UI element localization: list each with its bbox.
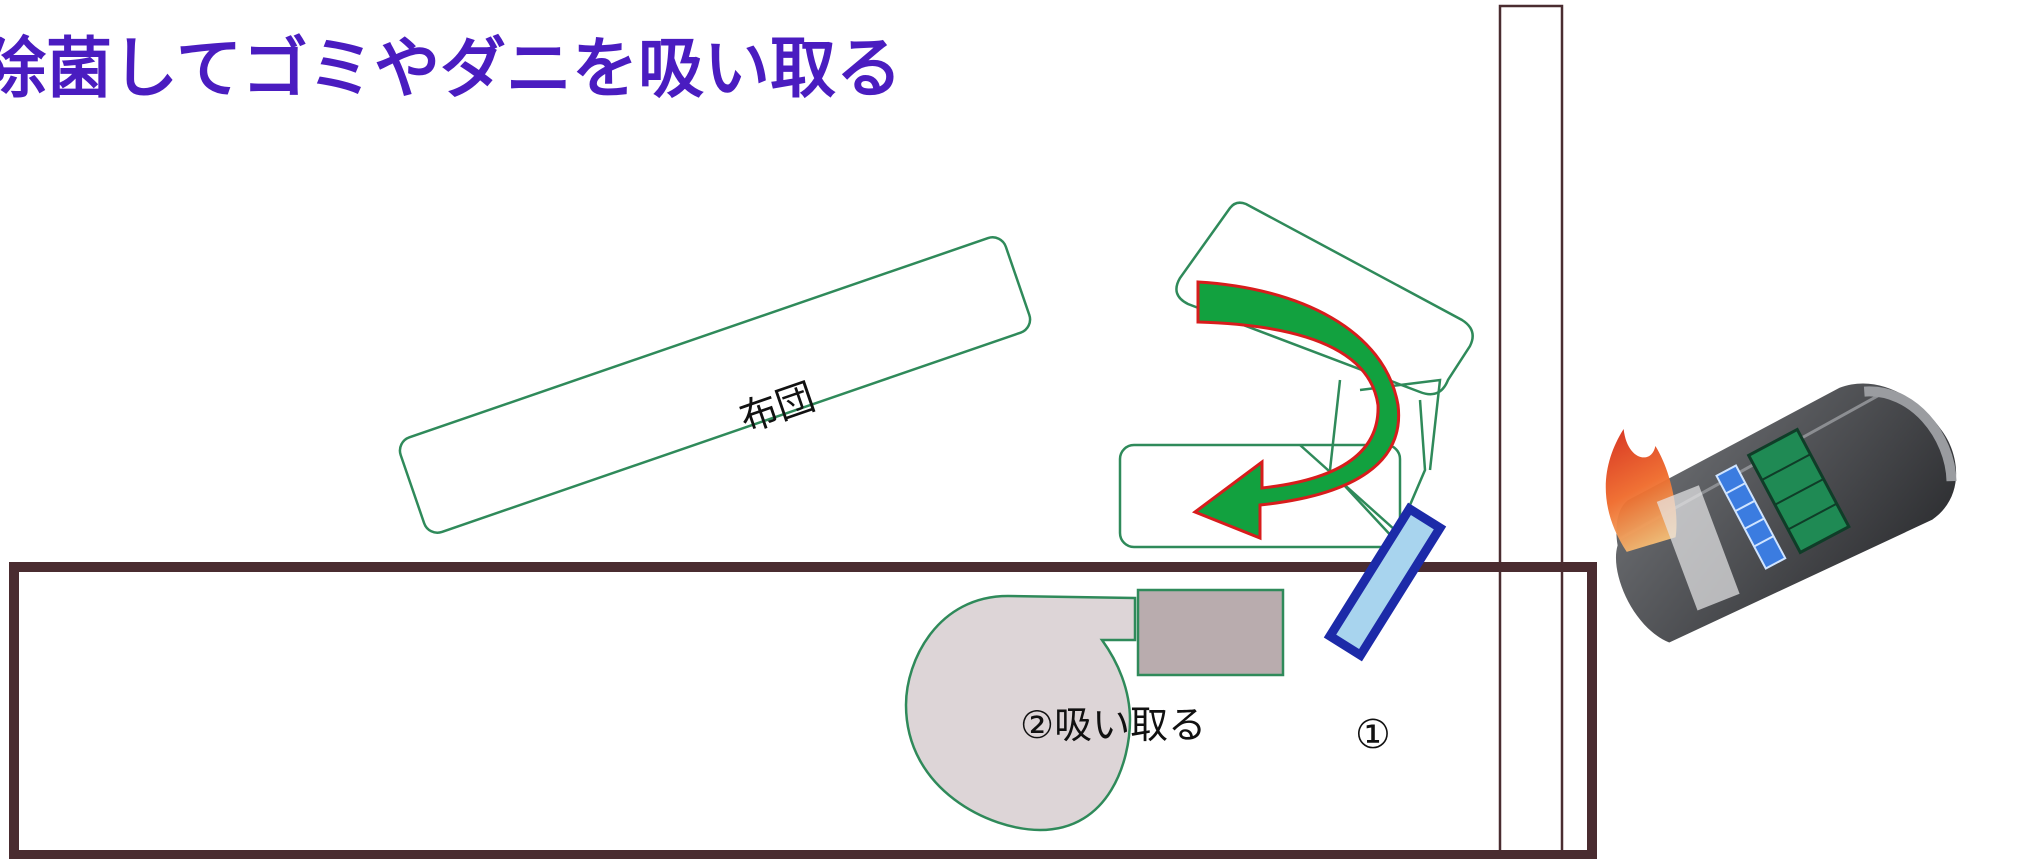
suction-label: ②吸い取る	[1020, 703, 1206, 747]
fan-duct	[1136, 588, 1285, 677]
product-image	[1605, 383, 1957, 643]
flip-arrow-icon	[1191, 280, 1401, 541]
wall	[1498, 4, 1564, 857]
futon-label: 布団	[734, 374, 820, 440]
base-box	[9, 562, 1597, 859]
fan-housing	[904, 594, 1137, 832]
page-title: 除菌してゴミやダニを吸い取る	[0, 30, 903, 107]
futon-raised: 布団	[398, 236, 1032, 534]
uv-lamp	[1323, 502, 1447, 662]
uv-lamp-label: ①	[1355, 712, 1391, 758]
